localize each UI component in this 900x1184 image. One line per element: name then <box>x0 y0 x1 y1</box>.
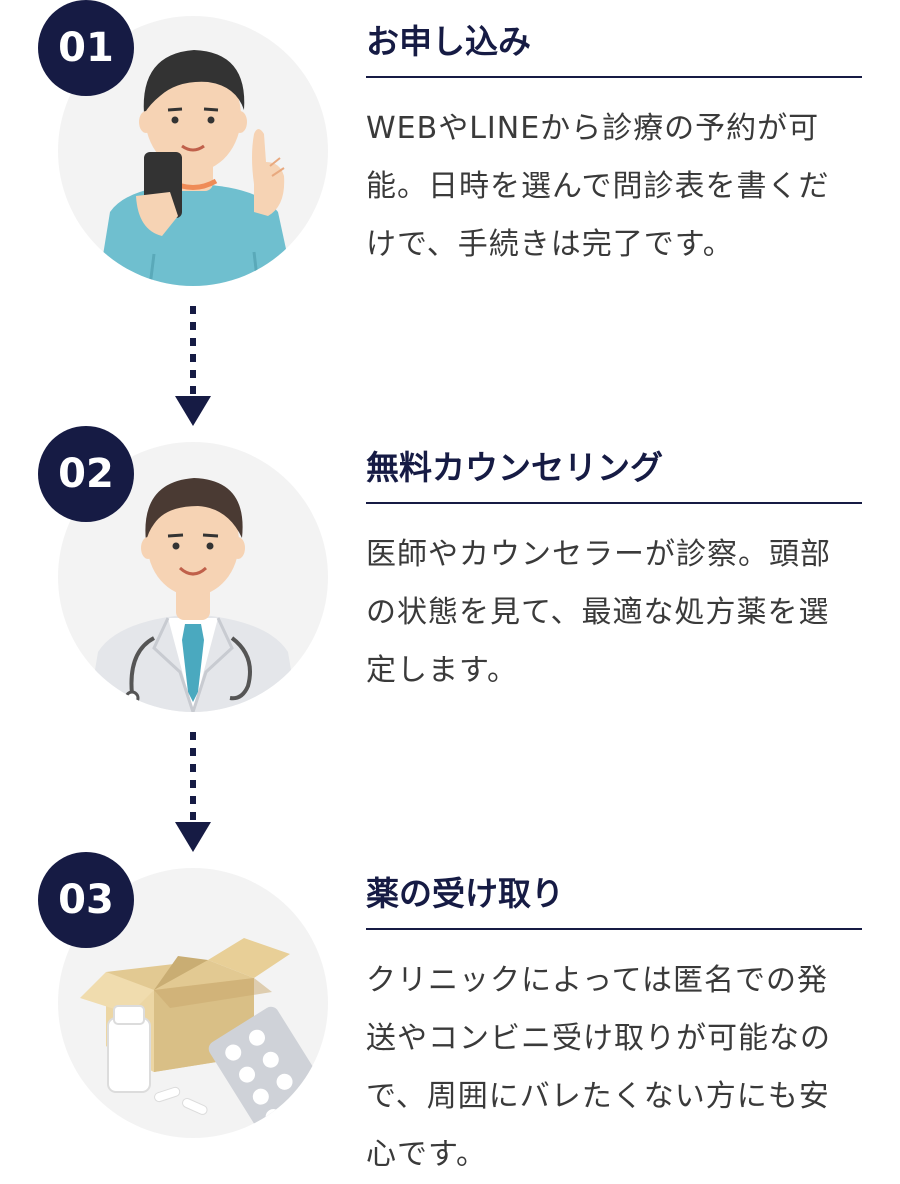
step-number-badge: 03 <box>38 852 134 948</box>
step-description: クリニックによっては匿名での発送やコンビニ受け取りが可能なので、周囲にバレたくな… <box>366 963 831 1172</box>
step-number-badge: 02 <box>38 426 134 522</box>
step-description: 医師やカウンセラーが診察。頭部の状態を見て、最適な処方薬を選定します。 <box>366 537 831 688</box>
step-title: 薬の受け取り <box>366 872 862 930</box>
doctor-icon <box>88 478 298 712</box>
man-with-smartphone-icon <box>98 50 294 286</box>
illustration-circle <box>58 16 328 286</box>
step-description: WEBやLINEから診療の予約が可能。日時を選んで問診表を書くだけで、手続きは完… <box>366 111 830 262</box>
illustration-circle <box>58 868 328 1138</box>
step-connector-arrow <box>166 306 220 430</box>
step-title: 無料カウンセリング <box>366 446 862 504</box>
step-connector-arrow <box>166 732 220 856</box>
step-number-badge: 01 <box>38 0 134 96</box>
step-title: お申し込み <box>366 20 862 78</box>
